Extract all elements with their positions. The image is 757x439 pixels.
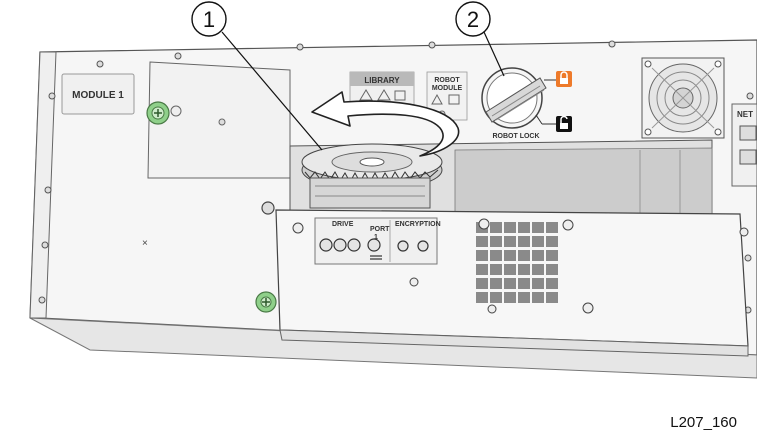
robot-gear[interactable] bbox=[301, 143, 443, 209]
robot-module-label-line1: ROBOT bbox=[434, 77, 460, 84]
green-thumbscrew-lower-icon[interactable] bbox=[255, 291, 277, 313]
robot-module-panel: ROBOT MODULE bbox=[426, 71, 468, 121]
net-label: NET bbox=[737, 110, 753, 119]
callout-1-number: 1 bbox=[203, 7, 215, 32]
drive-panel-screws bbox=[292, 218, 749, 314]
robot-lock-knob[interactable] bbox=[481, 67, 547, 129]
rotation-arrow-icon bbox=[311, 91, 460, 157]
callout-1: 1 bbox=[191, 1, 323, 151]
callout-2-number: 2 bbox=[467, 7, 479, 32]
bay-screw bbox=[261, 201, 275, 215]
chassis-rivets bbox=[38, 40, 754, 314]
green-thumbscrew-icon[interactable] bbox=[146, 101, 182, 125]
library-label: LIBRARY bbox=[364, 76, 400, 85]
port-label-line2: 1 bbox=[374, 234, 378, 241]
library-panel: LIBRARY bbox=[349, 71, 415, 109]
module-label-plate: MODULE 1 bbox=[61, 73, 135, 115]
module-label: MODULE 1 bbox=[72, 90, 124, 101]
drive-vent-grid bbox=[476, 222, 558, 303]
mark-x: × bbox=[142, 238, 148, 249]
encryption-label: ENCRYPTION bbox=[395, 221, 441, 228]
callout-2: 2 bbox=[455, 1, 505, 77]
figure-id: L207_160 bbox=[670, 414, 737, 431]
cover-plate bbox=[147, 61, 291, 179]
drive-label: DRIVE bbox=[332, 221, 354, 228]
robot-lock-label: ROBOT LOCK bbox=[492, 133, 539, 140]
drive-status-panel: DRIVE PORT 1 ENCRYPTION bbox=[314, 217, 441, 265]
net-port-panel: NET bbox=[731, 103, 757, 187]
fan-grille bbox=[641, 57, 725, 139]
unlock-icon bbox=[535, 114, 572, 132]
robot-module-label-line2: MODULE bbox=[432, 85, 463, 92]
lock-icon bbox=[544, 71, 572, 87]
port-label-line1: PORT bbox=[370, 226, 390, 233]
